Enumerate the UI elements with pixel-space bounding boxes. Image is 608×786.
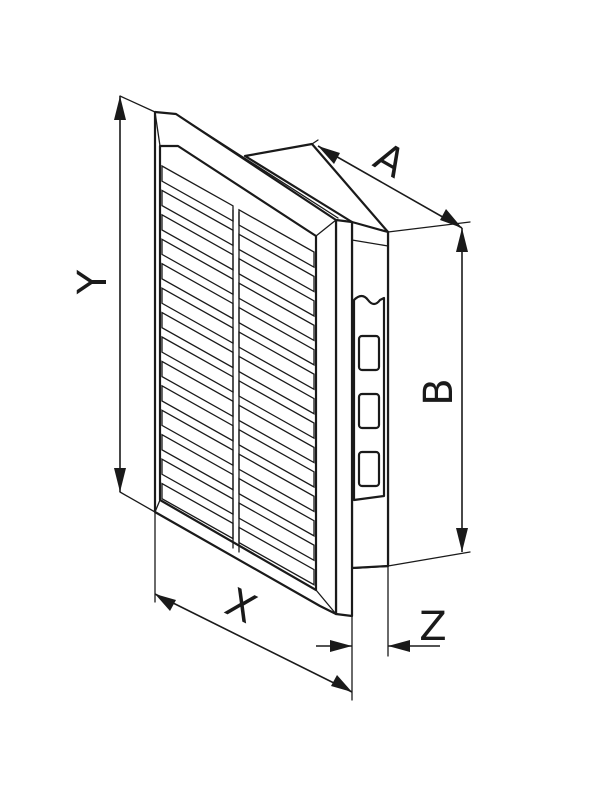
clip-window-1: [357, 334, 381, 372]
label-a: A: [366, 134, 413, 188]
frame-corner-tr: [315, 219, 337, 237]
dim-x-arrow-left: [155, 594, 176, 611]
clip-window-3: [357, 450, 381, 488]
louvre-slats: [161, 164, 315, 586]
dim-y-ext-bottom: [119, 491, 156, 513]
frame-side-edge: [334, 218, 354, 618]
dim-a-line: [317, 145, 463, 229]
dim-y-arrow-top: [114, 96, 126, 120]
dim-a-ext-left: [311, 139, 319, 145]
dim-a-arrow-left: [318, 146, 340, 164]
dim-z-arrow-right: [388, 640, 410, 652]
frame-corner-br: [315, 589, 337, 615]
label-b: B: [416, 378, 462, 405]
frame-inner-opening: [158, 144, 318, 592]
duct-edge-line: [351, 239, 389, 247]
dim-b-ext-bottom: [387, 551, 471, 567]
slat-center-divider: [232, 209, 240, 553]
dim-b-arrow-bottom: [456, 528, 468, 552]
dim-y-ext-top: [119, 95, 156, 113]
frame-corner-bl: [154, 499, 161, 513]
dimension-b: B: [387, 228, 471, 567]
dim-a-arrow-right: [440, 209, 462, 228]
dim-z-arrow-left: [330, 640, 352, 652]
dim-b-arrow-top: [456, 228, 468, 252]
frame-corner-tl: [154, 111, 161, 147]
clip-window-2: [357, 392, 381, 430]
dim-x-line: [154, 593, 353, 693]
label-z: Z: [419, 604, 446, 650]
mounting-clip: [352, 294, 386, 502]
frame-bevel-top: [175, 113, 339, 219]
dimension-z: Z: [316, 565, 447, 657]
label-y: Y: [70, 269, 116, 295]
dim-y-arrow-bottom: [114, 468, 126, 492]
dimension-y: Y: [70, 95, 156, 513]
label-x: X: [218, 580, 263, 633]
dim-x-arrow-right: [331, 675, 352, 692]
